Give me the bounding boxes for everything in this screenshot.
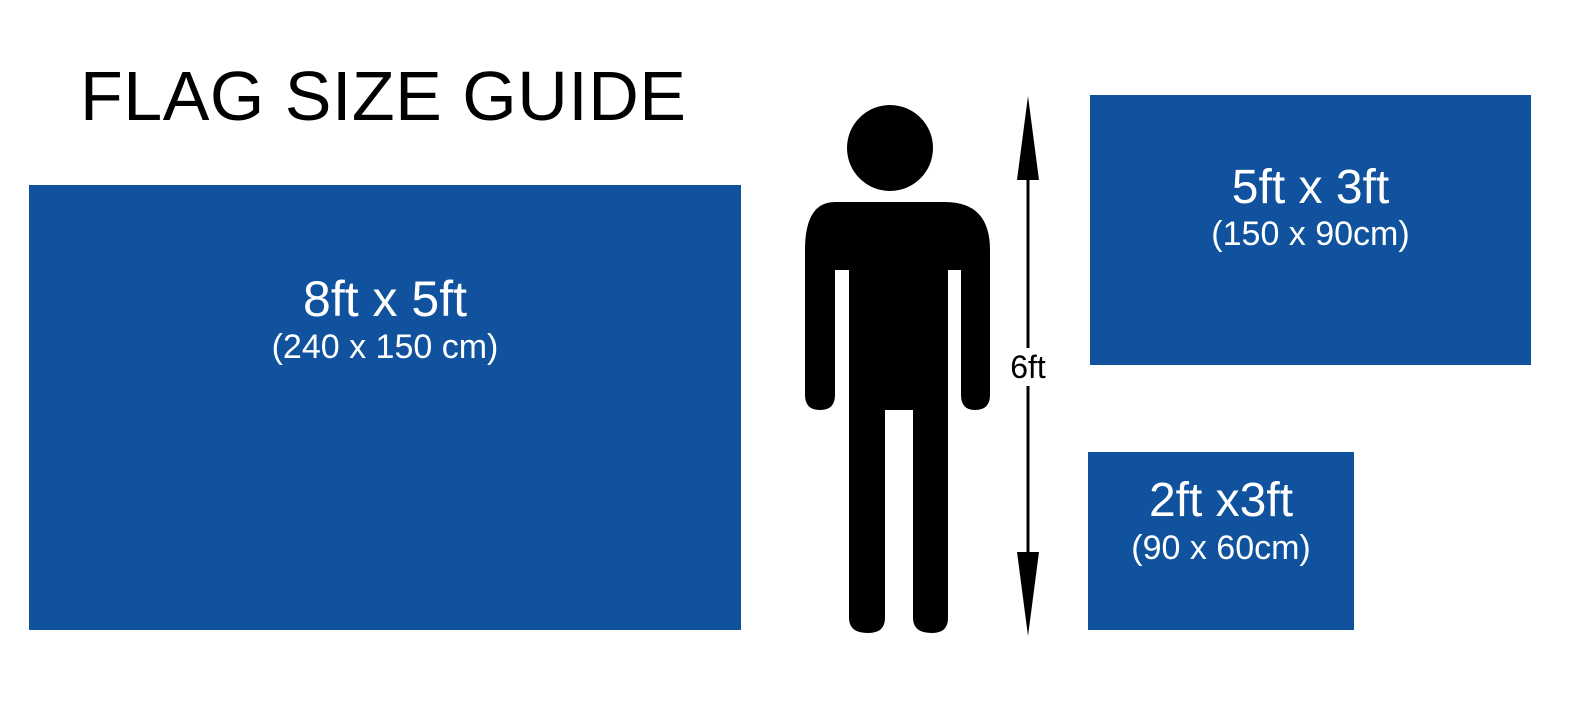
person-head <box>847 105 933 191</box>
person-silhouette <box>805 105 990 633</box>
flag-small-metric: (90 x 60cm) <box>1131 529 1311 567</box>
flag-medium-size: 5ft x 3ft <box>1231 161 1390 214</box>
height-arrow-head-bottom <box>1017 552 1039 636</box>
flag-large-metric: (240 x 150 cm) <box>271 328 499 366</box>
height-arrow-head-top <box>1017 96 1039 180</box>
person-icon <box>805 105 990 633</box>
page-title: FLAG SIZE GUIDE <box>80 57 687 135</box>
flag-large-size: 8ft x 5ft <box>303 271 467 327</box>
flag-medium: 5ft x 3ft (150 x 90cm) <box>1090 95 1531 365</box>
flag-medium-metric: (150 x 90cm) <box>1211 215 1410 253</box>
height-label: 6ft <box>1000 348 1056 386</box>
flag-large: 8ft x 5ft (240 x 150 cm) <box>29 185 741 630</box>
flag-small-size: 2ft x3ft <box>1148 474 1294 527</box>
person-body <box>805 202 990 633</box>
flag-small: 2ft x3ft (90 x 60cm) <box>1088 452 1354 630</box>
